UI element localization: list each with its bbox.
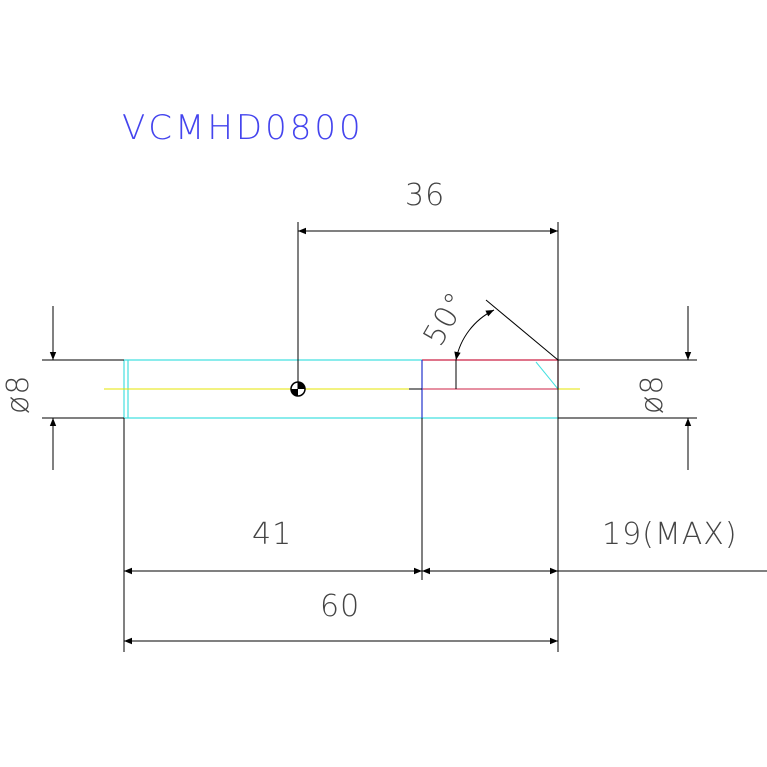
- tool-body: [123, 359, 558, 419]
- dimension-19-max: 19(MAX): [422, 517, 767, 575]
- dimension-41-label: 41: [252, 517, 292, 552]
- dimension-diameter-left-label: ø8: [1, 375, 36, 414]
- dimension-angle-label: 50°: [417, 286, 475, 352]
- dimension-diameter-right: ø8: [558, 306, 697, 470]
- dimension-angle: 50°: [417, 286, 559, 389]
- dimension-diameter-left: ø8: [1, 306, 124, 470]
- dimension-60: 60: [124, 589, 558, 645]
- dimension-diameter-right-label: ø8: [635, 375, 670, 414]
- dimension-60-label: 60: [320, 589, 360, 624]
- dimension-41: 41: [123, 418, 423, 652]
- dimension-36: 36: [297, 178, 559, 652]
- dimension-36-label: 36: [405, 178, 445, 213]
- dimension-19-max-label: 19(MAX): [602, 517, 738, 552]
- tool-tip: [409, 359, 559, 418]
- drawing-title: VCMHD0800: [122, 108, 364, 148]
